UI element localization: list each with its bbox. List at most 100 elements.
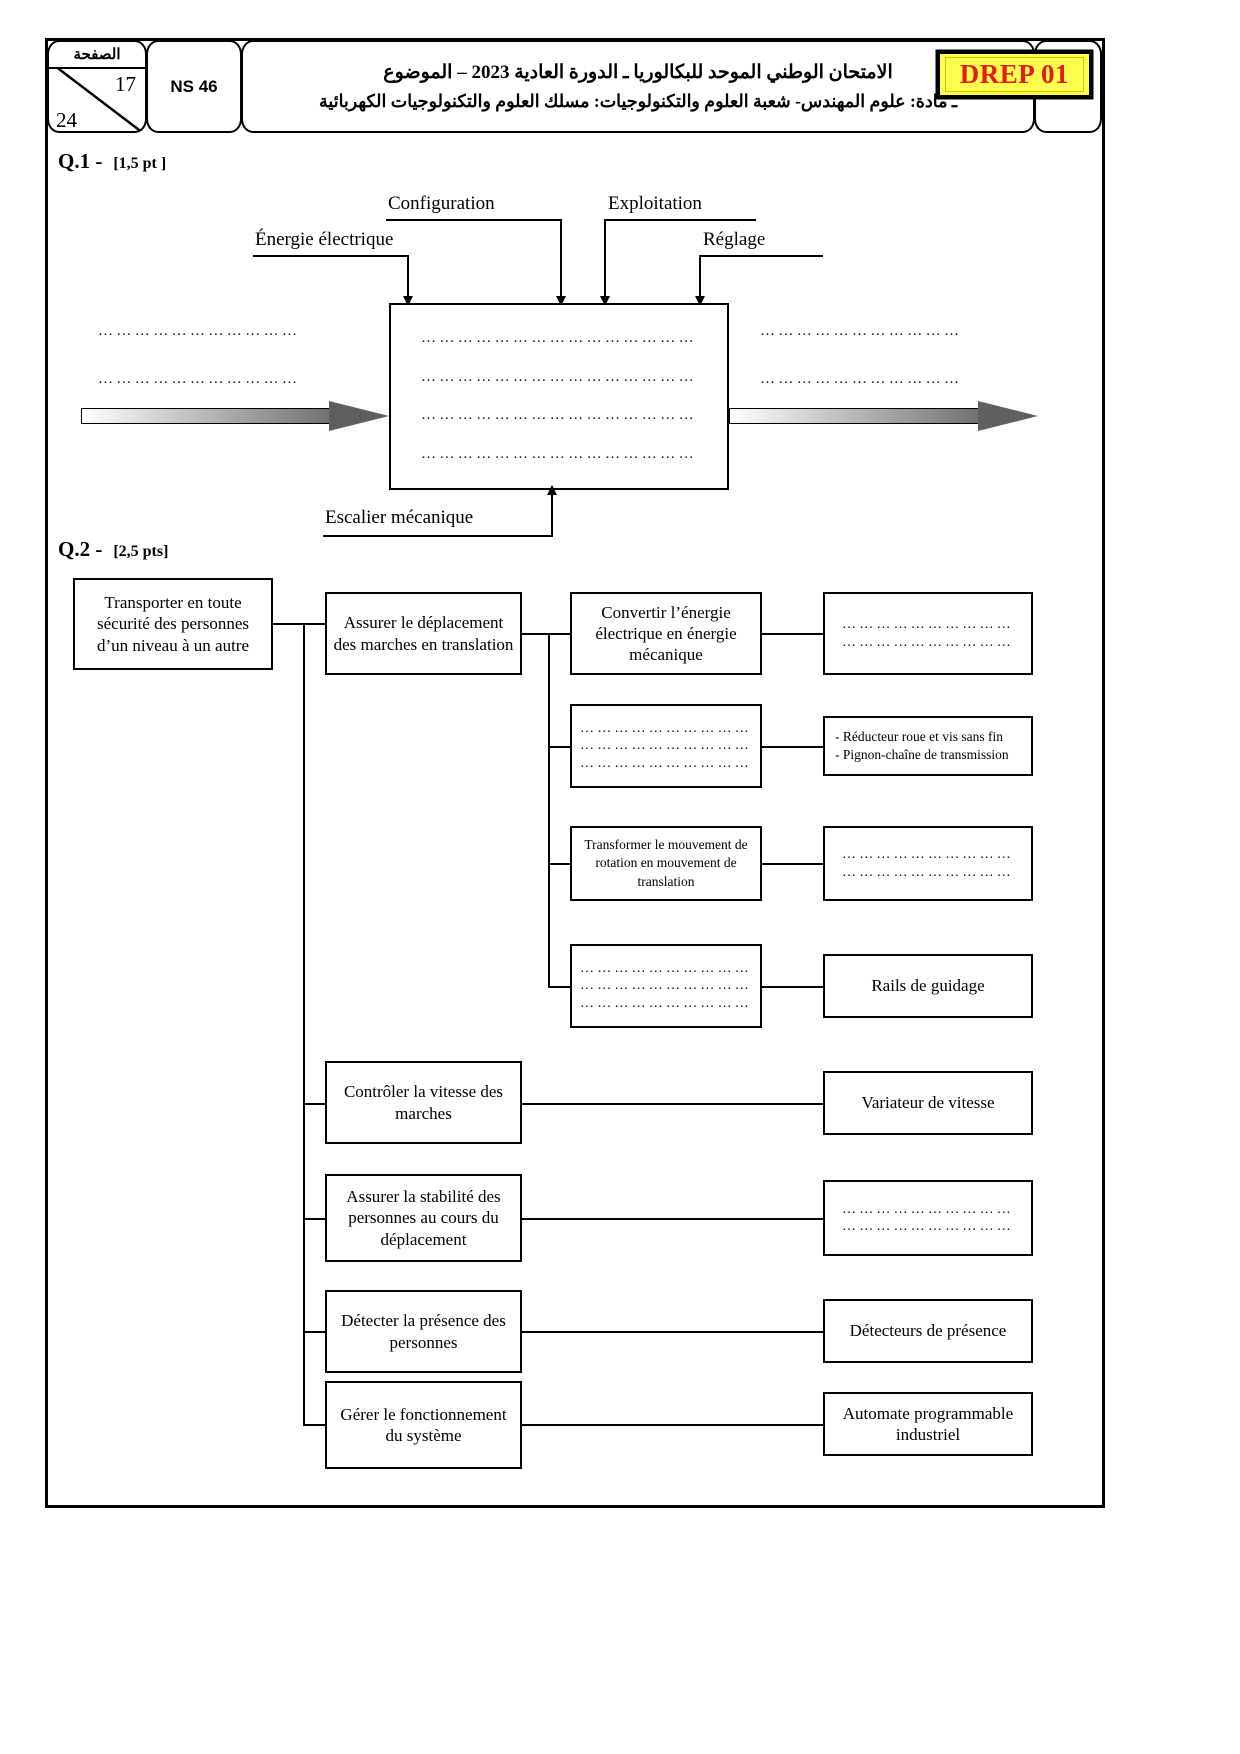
q2-root-box: Transporter en toute sécurité des person… — [73, 578, 273, 670]
q2-solution-line-3-a: ………………………… — [842, 1201, 1014, 1217]
q2-branch5-solution-link — [522, 1424, 825, 1426]
q1-underline-exploitation — [604, 219, 756, 221]
diagonal-divider-icon — [56, 69, 143, 131]
q2-sub2-solution-link — [762, 746, 824, 748]
q2-branch1-stub — [303, 623, 327, 625]
q1-input-dots-2: …………………………… — [98, 371, 301, 387]
q1-box-line-3: ……………………………………… — [421, 407, 697, 424]
q1-input-label-configuration: Configuration — [388, 193, 495, 214]
question-1-points: [1,5 pt ] — [113, 155, 167, 172]
q2-sub-box-1-2: ………………………… ………………………… ………………………… — [570, 704, 762, 788]
question-1-number: Q.1 - — [58, 149, 103, 173]
q2-branch1-sub-stub — [522, 633, 550, 635]
q1-input-label-energie: Énergie électrique — [255, 229, 394, 250]
q1-box-line-4: ……………………………………… — [421, 446, 697, 463]
q1-connector-configuration — [560, 219, 562, 267]
q2-sub1-stub — [548, 633, 572, 635]
q2-branch2-solution-link — [522, 1103, 825, 1105]
q2-solution-box-5: Automate programmable industriel — [823, 1392, 1033, 1456]
q2-branch1-sub-trunk — [548, 633, 550, 988]
q2-function-box-2: Contrôler la vitesse des marches — [325, 1061, 522, 1144]
q2-solution-box-4: Détecteurs de présence — [823, 1299, 1033, 1363]
q2-sub-line-1-4-c: ………………………… — [580, 995, 752, 1011]
q1-arrow-escalier — [547, 485, 557, 500]
q2-sub-line-1-2-c: ………………………… — [580, 755, 752, 771]
q2-branch5-stub — [303, 1424, 327, 1426]
q2-solution-line-1-2-b: - Pignon-chaîne de transmission — [835, 747, 1009, 762]
q2-root-label: Transporter en toute sécurité des person… — [96, 593, 249, 655]
question-2-points: [2,5 pts] — [113, 543, 169, 560]
q1-input-label-reglage: Réglage — [703, 229, 766, 250]
q1-arrow-energie — [403, 255, 413, 306]
q2-sub-label-1-1: Convertir l’énergie électrique en énergi… — [595, 602, 737, 665]
q2-function-box-4: Détecter la présence des personnes — [325, 1290, 522, 1373]
q2-solution-line-5: Automate programmable industriel — [842, 1403, 1014, 1444]
q2-function-box-3: Assurer la stabilité des personnes au co… — [325, 1174, 522, 1262]
q2-solution-line-3-b: ………………………… — [842, 1219, 1014, 1234]
q1-underline-configuration — [386, 219, 562, 221]
q2-function-label-1: Assurer le déplacement des marches en tr… — [333, 613, 514, 654]
q2-branch3-solution-link — [522, 1218, 825, 1220]
q2-branch4-solution-link — [522, 1331, 825, 1333]
question-1-label: Q.1 - [1,5 pt ] — [58, 149, 166, 174]
q2-sub3-solution-link — [762, 863, 824, 865]
q2-function-label-5: Gérer le fonctionnement du système — [340, 1404, 507, 1445]
drep-badge: DREP 01 — [936, 51, 1092, 98]
q1-underline-energie — [253, 255, 409, 257]
exam-page: الصفحة 17 24 NS 46 الامتحان الوطني الموح… — [45, 38, 1105, 1508]
exam-code: NS 46 — [170, 76, 218, 96]
q2-sub-line-1-4-b: ………………………… — [580, 978, 752, 994]
exam-title-cell: الامتحان الوطني الموحد للبكالوريا ـ الدو… — [241, 40, 1035, 133]
q2-root-stub — [273, 623, 305, 625]
q2-solution-line-1-1-b: ………………………… — [842, 634, 1014, 650]
q1-input-label-exploitation: Exploitation — [608, 193, 702, 214]
q1-connector-exploitation — [604, 219, 606, 267]
page-number-body: 17 24 — [49, 69, 145, 131]
q1-function-box: ……………………………………… ……………………………………… ……………………… — [389, 303, 729, 490]
q2-sub4-solution-link — [762, 986, 824, 988]
q1-input-flow-arrow — [81, 401, 389, 431]
q2-solution-line-1-1-a: ………………………… — [842, 617, 1014, 632]
q1-output-dots-2: …………………………… — [760, 371, 963, 387]
q1-box-line-2: ……………………………………… — [421, 368, 697, 385]
q2-function-box-1: Assurer le déplacement des marches en tr… — [325, 592, 522, 675]
q2-function-box-5: Gérer le fonctionnement du système — [325, 1381, 522, 1469]
q2-function-label-4: Détecter la présence des personnes — [341, 1311, 506, 1352]
q2-sub-box-1-4: ………………………… ………………………… ………………………… — [570, 944, 762, 1028]
question-2-number: Q.2 - — [58, 537, 103, 561]
q2-branch3-stub — [303, 1218, 327, 1220]
q2-branch4-stub — [303, 1331, 327, 1333]
q2-function-label-3: Assurer la stabilité des personnes au co… — [346, 1187, 501, 1249]
q1-arrow-configuration — [556, 267, 566, 306]
q2-solution-line-2: Variateur de vitesse — [861, 1093, 995, 1113]
drep-badge-label: DREP 01 — [944, 57, 1084, 92]
question-2-label: Q.2 - [2,5 pts] — [58, 537, 168, 562]
exam-title-line2: ـ مادة: علوم المهندس- شعبة العلوم والتكن… — [319, 91, 957, 111]
q2-sub-box-1-1: Convertir l’énergie électrique en énergi… — [570, 592, 762, 675]
q2-solution-box-1-2: - Réducteur roue et vis sans fin - Pigno… — [823, 716, 1033, 776]
q2-solution-box-1-3: ………………………… ………………………… — [823, 826, 1033, 901]
q1-output-flow-arrow — [729, 401, 1038, 431]
exam-title-line1: الامتحان الوطني الموحد للبكالوريا ـ الدو… — [383, 62, 893, 83]
q2-sub3-stub — [548, 863, 572, 865]
q1-output-dots-1: …………………………… — [760, 323, 963, 339]
q2-sub2-stub — [548, 746, 572, 748]
q1-bottom-label: Escalier mécanique — [325, 507, 474, 528]
q2-sub-line-1-2-a: ………………………… — [580, 720, 752, 736]
q2-sub-box-1-3: Transformer le mouvement de rotation en … — [570, 826, 762, 901]
q2-solution-line-4: Détecteurs de présence — [849, 1321, 1007, 1341]
q2-solution-box-2: Variateur de vitesse — [823, 1071, 1033, 1135]
q2-sub-line-1-2-b: ………………………… — [580, 738, 752, 754]
page-number-cell: الصفحة 17 24 — [47, 40, 147, 133]
q2-sub4-stub — [548, 986, 572, 988]
page-current-number: 17 — [115, 72, 136, 96]
q2-trunk — [303, 623, 305, 1424]
q2-function-label-2: Contrôler la vitesse des marches — [343, 1082, 504, 1123]
q1-underline-reglage — [699, 255, 823, 257]
q1-underline-escalier — [323, 535, 553, 537]
q1-connector-escalier — [551, 493, 553, 537]
q2-solution-box-1-1: ………………………… ………………………… — [823, 592, 1033, 675]
q2-solution-line-1-3-b: ………………………… — [842, 864, 1014, 880]
q1-arrow-reglage — [695, 255, 705, 306]
q2-solution-box-3: ………………………… ………………………… — [823, 1180, 1033, 1256]
